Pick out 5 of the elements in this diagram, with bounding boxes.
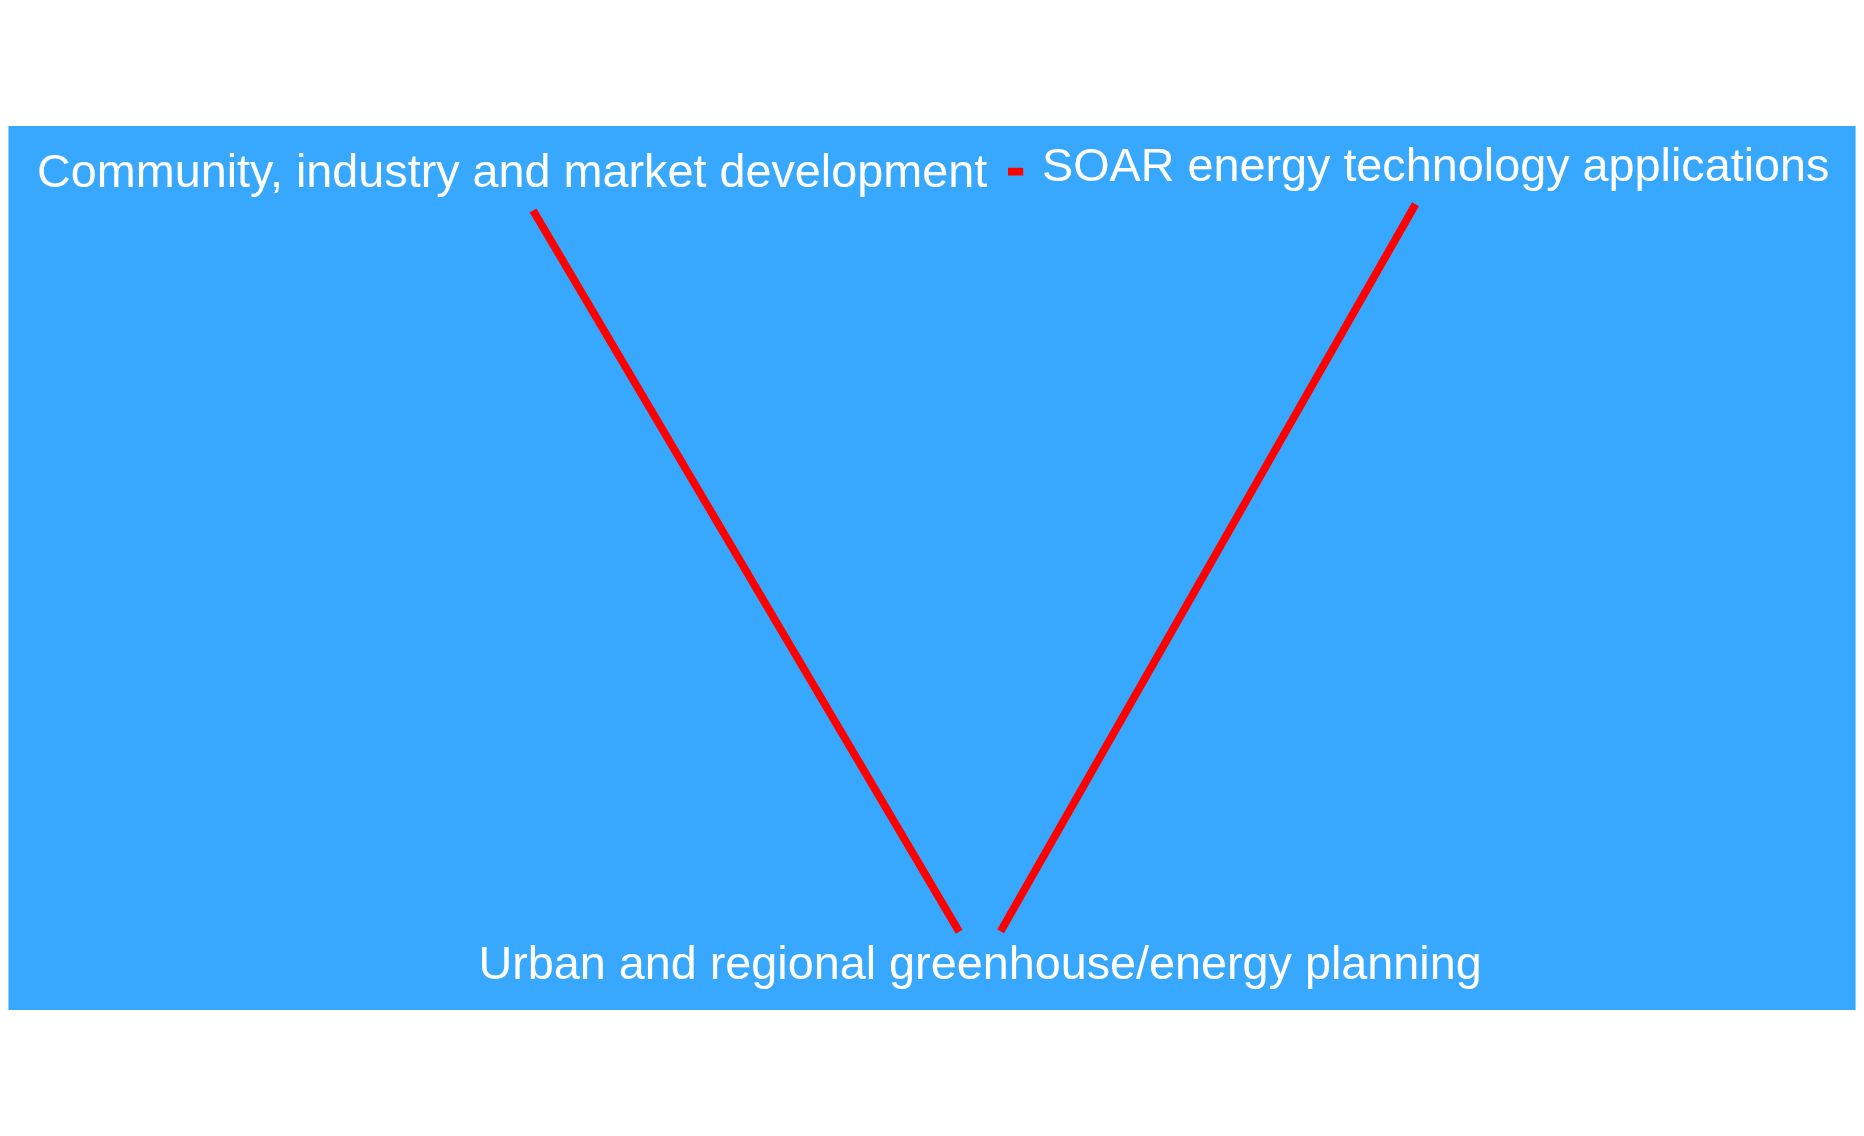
node-text: Urban and regional greenhouse/energy planning xyxy=(478,937,1482,990)
node-text: SOAR energy technology applications xyxy=(1041,138,1830,191)
connector xyxy=(529,208,963,934)
connector xyxy=(997,202,1419,934)
node-text: Community, industry and market development xyxy=(37,145,988,197)
